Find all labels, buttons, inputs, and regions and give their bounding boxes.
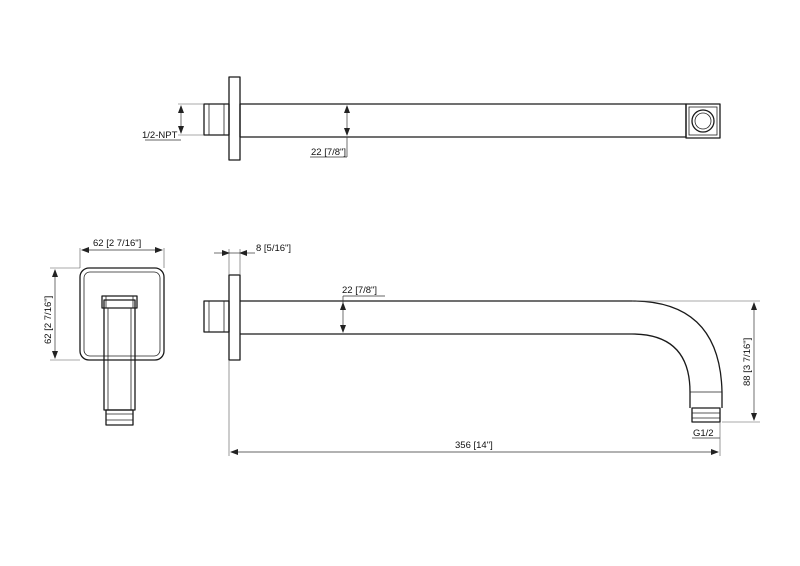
dimension-plate-thickness: 8 [5/16"]	[214, 243, 291, 275]
label-arm-depth-side: 22 [7/8"]	[342, 285, 377, 296]
top-view: 1/2-NPT 22 [7/8"]	[142, 76, 721, 161]
side-view: 8 [5/16"] 22 [7/8"] 88 [3 7/16"] G1/2 35…	[203, 243, 760, 456]
dimension-outlet-thread: G1/2	[692, 428, 720, 439]
dimension-plate-width: 62 [2 7/16"]	[79, 238, 165, 268]
label-arm-drop: 88 [3 7/16"]	[742, 338, 753, 386]
dimension-arm-depth-side: 22 [7/8"]	[340, 285, 385, 333]
label-plate-height: 62 [2 7/16"]	[43, 296, 54, 344]
front-arm-socket	[101, 295, 138, 309]
side-wall-plate	[228, 274, 241, 361]
dimension-arm-drop: 88 [3 7/16"]	[632, 300, 760, 423]
side-outlet-nut	[691, 407, 721, 423]
dimension-plate-height: 62 [2 7/16"]	[43, 267, 80, 361]
top-outlet-circle	[691, 109, 715, 133]
label-arm-depth-top: 22 [7/8"]	[311, 147, 346, 158]
dimension-arm-depth-top: 22 [7/8"]	[310, 105, 350, 158]
front-wall-plate	[79, 267, 165, 361]
side-threaded-nipple	[203, 300, 230, 333]
dimension-arm-length: 356 [14"]	[228, 360, 721, 456]
label-plate-thickness: 8 [5/16"]	[256, 243, 291, 254]
side-shower-arm	[240, 300, 723, 408]
top-threaded-nipple	[203, 103, 230, 136]
front-arm	[103, 299, 136, 411]
top-outlet-square	[685, 103, 721, 139]
dimension-npt-thread: 1/2-NPT	[142, 103, 204, 141]
label-arm-length: 356 [14"]	[455, 440, 493, 451]
label-npt-thread: 1/2-NPT	[142, 130, 178, 141]
front-outlet-nut	[105, 409, 134, 426]
label-plate-width: 62 [2 7/16"]	[93, 238, 141, 249]
top-wall-plate	[228, 76, 241, 161]
label-outlet-thread: G1/2	[693, 428, 714, 439]
top-shower-arm	[239, 103, 687, 138]
front-view: 62 [2 7/16"] 62 [2 7/16"]	[43, 238, 165, 426]
